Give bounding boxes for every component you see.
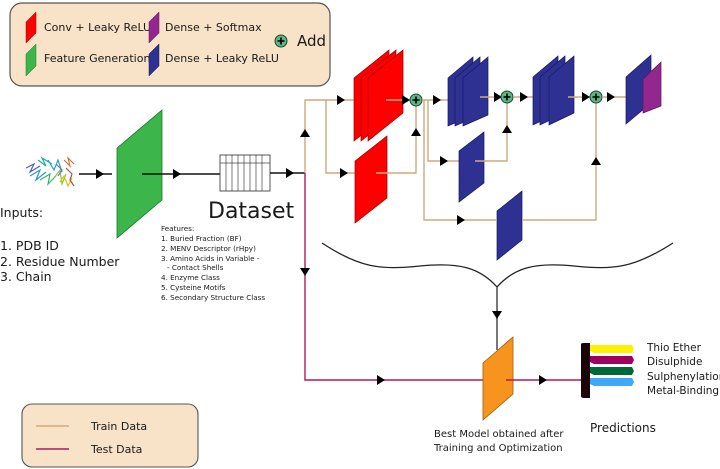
predictions-icon	[581, 343, 634, 398]
legend-label: Add	[297, 32, 326, 50]
inputs-block: Inputs: 1. PDB ID 2. Residue Number 3. C…	[0, 205, 120, 284]
arrow-icon	[340, 168, 348, 178]
feature-item: 2. MENV Descriptor (rHpy)	[161, 244, 256, 253]
dataset-title: Dataset	[208, 199, 295, 224]
feature-item: - Contact Shells	[167, 263, 224, 272]
train-line	[522, 103, 597, 221]
arrow-icon	[337, 95, 345, 105]
arrow-icon	[96, 169, 104, 179]
arrow-icon	[502, 125, 512, 133]
legend-label: Test Data	[90, 443, 142, 456]
feature-swatch-icon	[25, 43, 37, 77]
legend-item-dense: Dense + Leaky ReLU	[148, 43, 279, 77]
softmax-layer	[642, 61, 662, 114]
arrow-icon	[494, 92, 502, 102]
legend-item-conv: Conv + Leaky ReLU	[25, 11, 151, 44]
legend-label: Dense + Softmax	[165, 21, 262, 34]
prediction-label: Disulphide	[647, 356, 702, 368]
feature-item: 1. Buried Fraction (BF)	[161, 234, 242, 243]
legend-label: Dense + Leaky ReLU	[165, 52, 279, 65]
best-model-layer	[482, 336, 514, 421]
train-data-path	[300, 95, 362, 178]
arrow-icon	[520, 92, 528, 102]
dense-layer-skip	[496, 190, 523, 261]
arrow-icon	[440, 156, 448, 166]
legend-item-softmax: Dense + Softmax	[148, 11, 262, 44]
feature-generation-layer	[116, 109, 163, 239]
conv-swatch-icon	[25, 11, 37, 44]
best-model-line2: Training and Optimization	[433, 443, 563, 454]
test-data-path	[304, 173, 497, 381]
protein-structure-icon	[25, 156, 75, 188]
add-node-1	[409, 93, 423, 107]
predictions-title: Predictions	[590, 421, 656, 435]
dense-swatch-icon	[148, 43, 160, 77]
arrow-icon	[591, 157, 601, 165]
arrow-icon	[300, 129, 310, 137]
arrow-icon	[607, 92, 615, 102]
plus-glyph	[277, 37, 285, 45]
arrow-icon	[492, 311, 502, 319]
train-line	[475, 103, 508, 162]
train-line	[427, 100, 460, 162]
legend-item-feature: Feature Generation	[25, 43, 150, 77]
features-list: Features: 1. Buried Fraction (BF) 2. MEN…	[161, 224, 265, 302]
prediction-label: Thio Ether	[646, 342, 702, 354]
legend-label: Feature Generation	[44, 52, 150, 65]
arrow-icon	[402, 95, 410, 105]
conv-stack	[353, 49, 404, 142]
feature-item: 6. Secondary Structure Class	[161, 293, 265, 302]
dense-stack-1	[447, 56, 489, 127]
legend-data-box	[21, 403, 199, 468]
arrow-icon	[411, 128, 421, 136]
feature-item: 5. Cysteine Motifs	[161, 283, 226, 292]
arrow-icon	[286, 168, 294, 178]
arrow-icon	[173, 169, 181, 179]
legend-data: Train Data Test Data	[21, 403, 199, 468]
input-item: 3. Chain	[0, 269, 52, 284]
legend-box	[9, 2, 331, 87]
best-model-line1: Best Model obtained after	[434, 429, 564, 440]
softmax-swatch-icon	[148, 11, 160, 44]
feature-item: 4. Enzyme Class	[161, 273, 220, 282]
add-node-2	[500, 90, 514, 104]
prediction-label: Metal-Binding	[647, 385, 719, 397]
best-model-caption: Best Model obtained after Training and O…	[433, 429, 564, 454]
arrow-icon	[377, 375, 385, 385]
input-item: 2. Residue Number	[0, 254, 120, 269]
add-node-3	[589, 90, 603, 104]
legend-item-add: Add	[274, 32, 326, 50]
arrow-icon	[433, 95, 441, 105]
feature-item: 3. Amino Acids in Variable -	[161, 254, 260, 263]
legend-layers: Conv + Leaky ReLU Feature Generation Den…	[9, 2, 331, 87]
arrow-icon	[300, 268, 310, 276]
conv-layer-single	[354, 135, 388, 224]
legend-label: Conv + Leaky ReLU	[44, 21, 151, 34]
train-line	[423, 100, 496, 221]
predictions-list: Thio Ether Disulphide Sulphenylation Met…	[646, 342, 720, 397]
dataset-table-icon	[219, 154, 271, 192]
arrow-icon	[582, 92, 590, 102]
prediction-label: Sulphenylation	[647, 371, 720, 383]
dense-stack-2	[532, 55, 575, 126]
arrow-icon	[539, 375, 547, 385]
dense-layer-branch	[458, 131, 485, 203]
features-title: Features:	[161, 224, 194, 233]
input-item: 1. PDB ID	[0, 238, 59, 253]
legend-label: Train Data	[90, 420, 147, 433]
inputs-title: Inputs:	[0, 205, 43, 220]
arrow-icon	[457, 215, 465, 225]
